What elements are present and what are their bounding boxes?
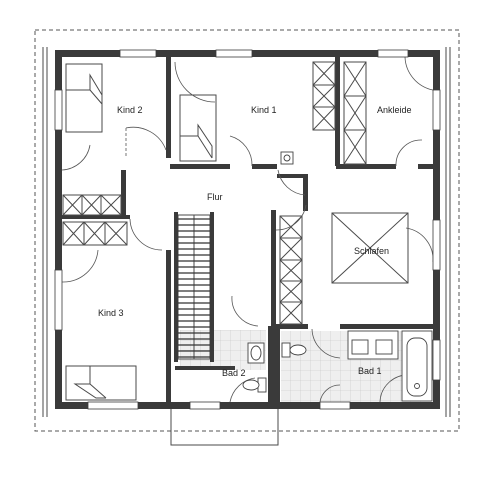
staircase [174, 212, 214, 362]
roof-outline [34, 29, 460, 432]
wardrobes [62, 61, 367, 325]
room-label-schlafen: Schlafen [354, 246, 389, 256]
room-label-kind1: Kind 1 [251, 105, 277, 115]
room-label-kind2: Kind 2 [117, 105, 143, 115]
sanitary-fixtures [242, 151, 433, 402]
room-label-bad2: Bad 2 [222, 368, 246, 378]
beds [65, 63, 409, 401]
door-swings [61, 56, 434, 403]
windows [54, 49, 441, 410]
room-label-bad1: Bad 1 [358, 366, 382, 376]
interior-walls [60, 56, 436, 408]
room-label-kind3: Kind 3 [98, 308, 124, 318]
balcony [170, 403, 279, 446]
room-labels: Kind 2 Kind 1 Ankleide Flur Schlafen Kin… [98, 105, 412, 378]
room-label-flur: Flur [207, 192, 223, 202]
room-label-ankleide: Ankleide [377, 105, 412, 115]
